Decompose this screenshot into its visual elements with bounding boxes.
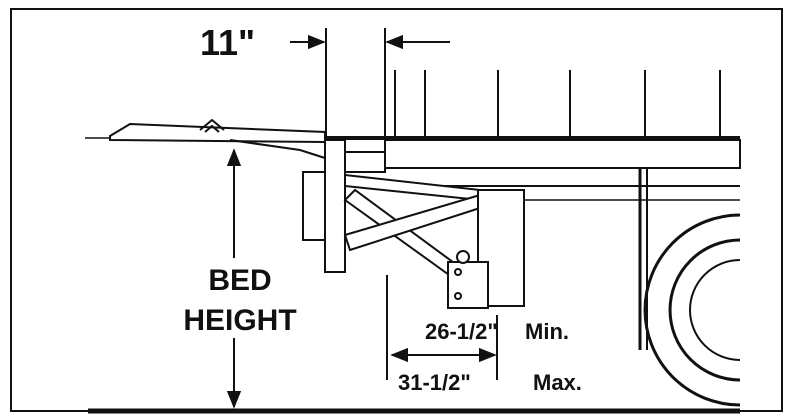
max-suffix-label: Max. (533, 370, 582, 395)
lift-mechanism (343, 173, 525, 309)
dock-bumper (302, 139, 386, 273)
leveler-ramp (109, 118, 326, 159)
min-max-dimension (386, 275, 498, 380)
max-dimension-label: 31-1/2" (398, 370, 471, 395)
min-suffix-label: Min. (525, 319, 569, 344)
offset-label: 11" (200, 22, 255, 63)
frame-border (10, 8, 783, 412)
trailer-wheel (638, 168, 741, 407)
bed-height-label-line2: HEIGHT (183, 304, 296, 337)
min-dimension-label: 26-1/2" (425, 319, 498, 344)
bed-height-label-line1: BED (208, 264, 271, 297)
trailer-posts (384, 70, 721, 138)
offset-dimension (290, 28, 450, 136)
